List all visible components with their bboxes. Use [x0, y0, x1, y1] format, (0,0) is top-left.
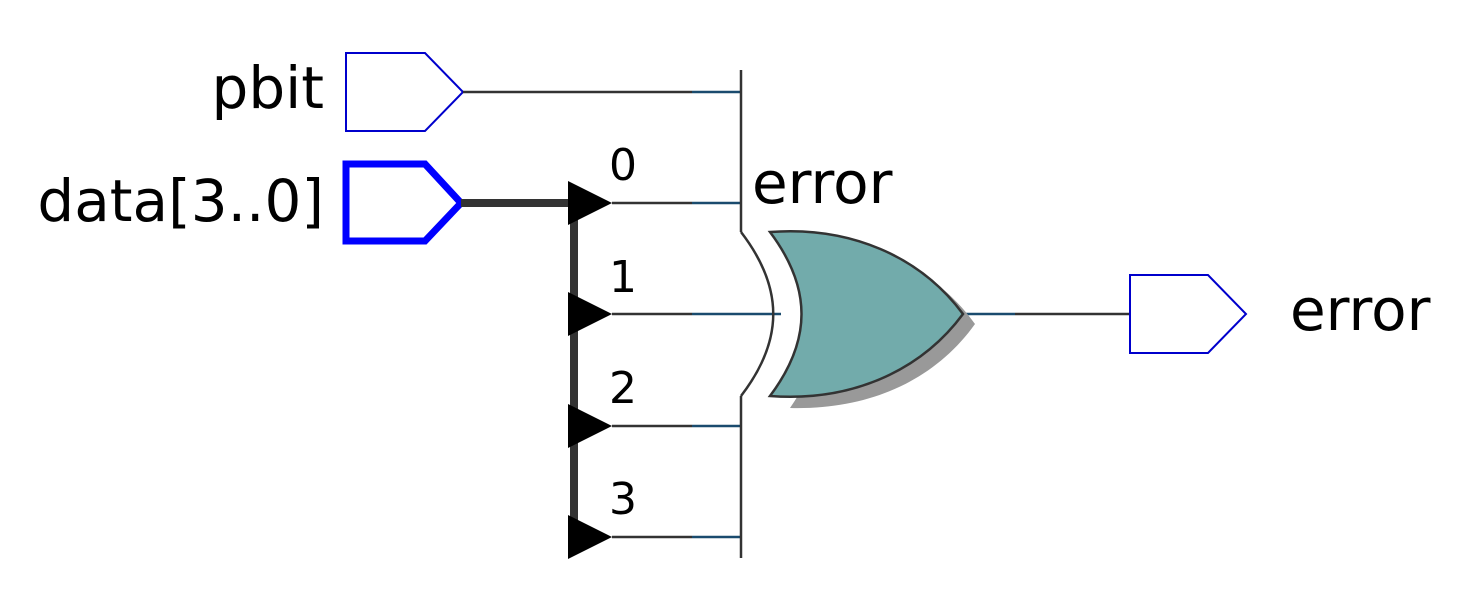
xor-gate[interactable]: error: [740, 149, 975, 409]
output-port-label: error: [1290, 276, 1431, 344]
bit2-arrow: [568, 404, 612, 448]
output-port-symbol: [1129, 274, 1248, 354]
pbit-input-port[interactable]: pbit: [212, 52, 465, 132]
bus-splitter: [568, 181, 612, 559]
data-port-symbol: [342, 160, 466, 245]
bit0-arrow: [568, 181, 612, 225]
xor-gate-body: [767, 230, 965, 398]
gate-instance-label: error: [752, 149, 893, 217]
xor-input-curve: [740, 231, 775, 397]
bit3-arrow: [568, 515, 612, 559]
pbit-port-label: pbit: [212, 54, 325, 122]
error-output-port[interactable]: error: [1129, 274, 1431, 354]
wires: [461, 70, 1130, 558]
bit-label: 2: [609, 363, 637, 414]
bit-label: 1: [609, 252, 637, 303]
data-port-label: data[3..0]: [37, 167, 324, 235]
data-bus-input-port[interactable]: data[3..0]: [37, 160, 466, 245]
bit-label: 0: [609, 140, 637, 191]
pbit-port-symbol: [345, 52, 465, 132]
bit1-arrow: [568, 292, 612, 336]
bit-label: 3: [609, 474, 637, 525]
bit-labels: 0 1 2 3: [609, 140, 637, 525]
